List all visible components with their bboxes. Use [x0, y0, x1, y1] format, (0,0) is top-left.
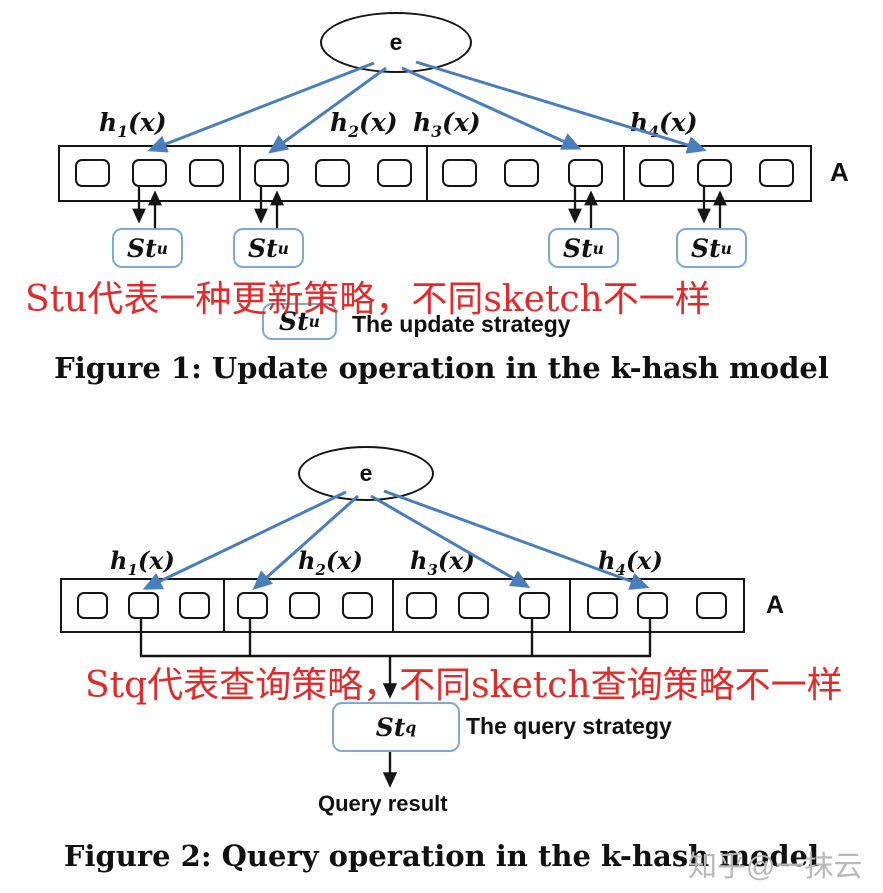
fig1-hash-label-4: h4(x) [630, 108, 698, 141]
fig1-hash-label-1: h1(x) [99, 108, 167, 141]
array-cell [587, 592, 618, 619]
segment-divider [239, 147, 242, 200]
array-cell [342, 592, 373, 619]
array-cell [189, 159, 224, 187]
fig2-legend-text: The query strategy [466, 713, 672, 739]
fig1-element-label: e [389, 29, 403, 55]
array-cell [504, 159, 539, 187]
fig1-annotation: Stu代表一种更新策略，不同sketch不一样 [25, 279, 711, 320]
array-cell [568, 159, 603, 187]
fig1-array-label: A [830, 157, 849, 187]
fig2-query-result-label: Query result [318, 791, 448, 816]
array-cell [458, 592, 489, 619]
array-cell [77, 592, 108, 619]
fig1-hash-label-3: h3(x) [413, 108, 481, 141]
array-cell [639, 159, 674, 187]
segment-divider [426, 147, 429, 200]
array-cell [637, 592, 668, 619]
array-cell [132, 159, 167, 187]
array-cell [289, 592, 320, 619]
fig1-caption: Figure 1: Update operation in the k-hash… [54, 351, 829, 385]
fig2-hash-label-1: h1(x) [110, 546, 175, 579]
array-cell [128, 592, 159, 619]
fig2-array-label: A [766, 591, 785, 619]
fig2-hash-label-4: h4(x) [598, 546, 663, 579]
array-cell [696, 592, 727, 619]
fig2-caption: Figure 2: Query operation in the k-hash … [63, 839, 820, 873]
fig1-hash-label-2: h2(x) [330, 108, 398, 141]
array-cell [254, 159, 289, 187]
array-cell [377, 159, 412, 187]
fig2-element-label: e [359, 460, 373, 486]
array-cell [315, 159, 350, 187]
fig2-element-node: e [298, 446, 434, 501]
array-cell [697, 159, 732, 187]
segment-divider [392, 580, 395, 631]
segment-divider [623, 147, 626, 200]
fig1-hash-array [58, 145, 812, 202]
array-cell [237, 592, 268, 619]
fig1-element-node: e [320, 12, 472, 73]
fig2-hash-label-2: h2(x) [298, 546, 363, 579]
fig2-hash-arrows [142, 489, 650, 590]
array-cell [519, 592, 550, 619]
segment-divider [223, 580, 226, 631]
fig2-annotation: Stq代表查询策略，不同sketch查询策略不一样 [85, 665, 843, 706]
watermark: 知乎@一抹云 [688, 851, 863, 883]
array-cell [75, 159, 110, 187]
fig2-hash-label-3: h3(x) [410, 546, 475, 579]
array-cell [406, 592, 437, 619]
fig2-hash-array [60, 578, 745, 633]
array-cell [759, 159, 794, 187]
segment-divider [569, 580, 572, 631]
array-cell [179, 592, 210, 619]
fig1-legend-text: The update strategy [352, 311, 571, 337]
array-cell [442, 159, 477, 187]
